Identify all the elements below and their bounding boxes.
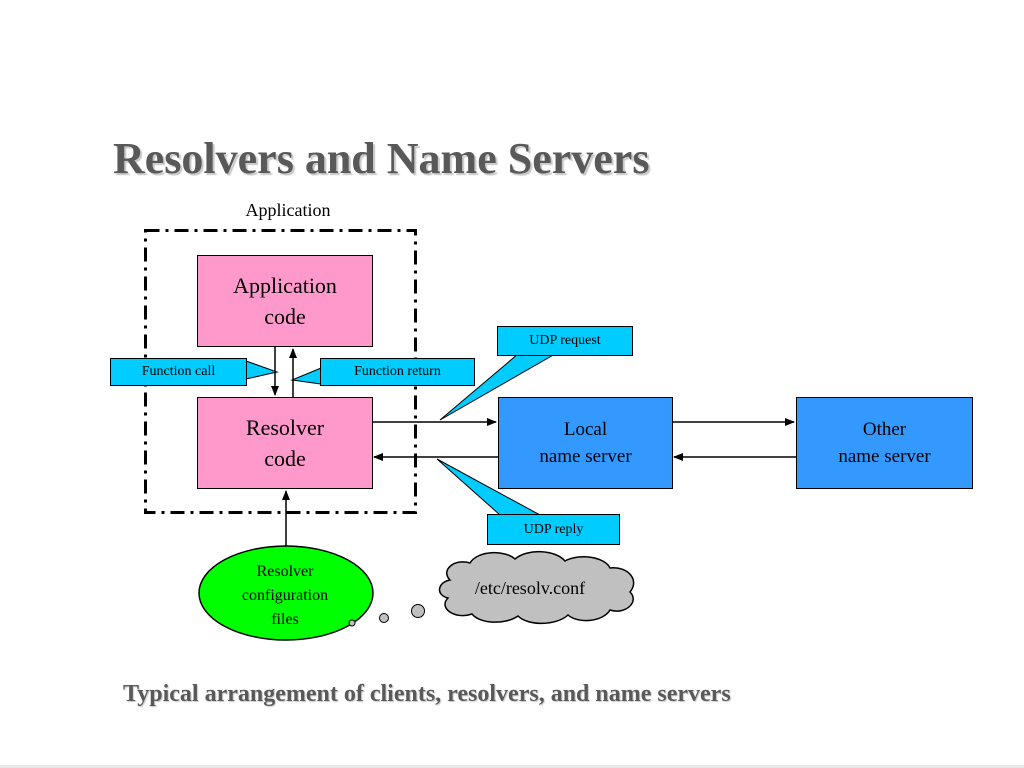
other-name-server-box: Other name server (796, 397, 973, 489)
udp-request-callout: UDP request (497, 326, 633, 356)
application-code-line-2: code (264, 304, 306, 329)
other-name-server-line-1: Other (862, 419, 907, 440)
application-group-label: Application (245, 200, 331, 220)
thought-bubble-large (411, 604, 425, 618)
config-files-label: Resolver configuration files (197, 560, 373, 632)
slide-caption: Typical arrangement of clients, resolver… (123, 681, 731, 707)
config-file-name: /etc/resolv.conf (474, 578, 586, 598)
slide-footer-bar (0, 765, 1024, 768)
local-name-server-line-1: Local (563, 419, 608, 440)
config-files-ellipse (198, 545, 374, 641)
udp-reply-callout: UDP reply (487, 514, 620, 545)
resolver-code-line-2: code (264, 446, 306, 471)
config-file-cloud (438, 551, 635, 625)
other-name-server-line-2: name server (838, 446, 931, 467)
slide-title: Resolvers and Name Servers (113, 134, 650, 183)
function-return-callout: Function return (320, 358, 475, 386)
function-call-pointer (245, 360, 279, 380)
config-files-line-2: configuration (241, 587, 329, 604)
application-code-box: Application code (197, 255, 373, 347)
local-name-server-box: Local name server (498, 397, 673, 489)
application-code-line-1: Application (233, 273, 337, 298)
resolver-code-line-1: Resolver (245, 415, 325, 440)
thought-bubble-small (348, 619, 356, 627)
resolver-code-box: Resolver code (197, 397, 373, 489)
function-return-pointer (290, 367, 322, 385)
local-name-server-line-2: name server (539, 446, 632, 467)
config-files-line-3: files (271, 611, 299, 628)
config-files-line-1: Resolver (256, 563, 314, 580)
function-call-callout: Function call (110, 358, 247, 386)
thought-bubble-medium (379, 613, 389, 623)
